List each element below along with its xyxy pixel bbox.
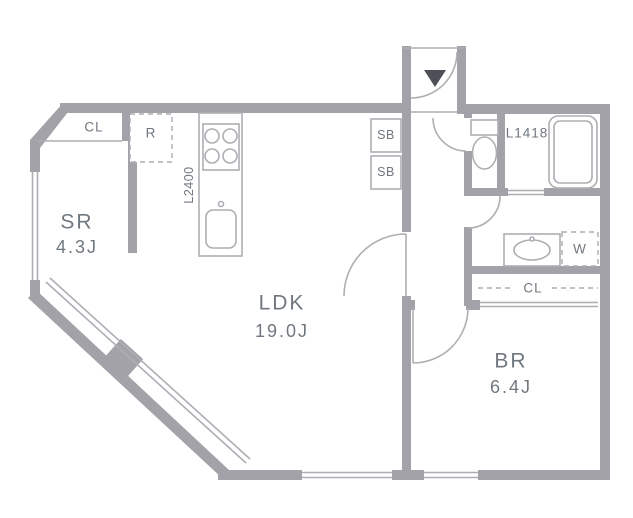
- bath-folding-door: [508, 189, 544, 196]
- pillar: [104, 339, 144, 377]
- ldk-window-gap: [302, 469, 392, 481]
- toilet-door-arc: [432, 117, 467, 152]
- wall-top-right: [457, 104, 610, 114]
- wall-closet-entry-stub: [122, 113, 131, 141]
- sr-size-label: 4.3J: [55, 237, 99, 257]
- wall-vestibule-right: [457, 46, 466, 114]
- wall-corridor-right-b: [464, 151, 472, 196]
- entry-direction-icon: [424, 70, 446, 87]
- fixtures: [198, 112, 598, 267]
- wall-bedroom-top-stub-left: [402, 300, 415, 310]
- shoe-box-upper: [370, 118, 402, 153]
- washroom-door-arc: [467, 195, 501, 229]
- ldk-size-label: 19.0J: [254, 321, 310, 341]
- closet-entry-label: CL: [84, 119, 104, 135]
- wall-ldk-bedroom: [402, 296, 411, 480]
- wall-diagonal: [28, 290, 229, 478]
- bedroom-window-icon: [424, 471, 478, 479]
- ldk-door-arc: [343, 233, 407, 297]
- shoe-box-lower: [370, 155, 402, 190]
- shoe-box-lower-label: SB: [377, 164, 395, 179]
- bedroom-window-gap: [424, 469, 478, 481]
- wall-corridor-ldk-upper: [402, 113, 411, 232]
- sr-window-gap: [29, 172, 41, 280]
- wall-closet-top: [464, 266, 610, 274]
- wall-corner-cut: [30, 103, 75, 148]
- wall-vestibule-left: [402, 46, 411, 113]
- wall-top-left: [60, 103, 411, 113]
- br-size-label: 6.4J: [489, 377, 533, 397]
- washer-label: W: [573, 241, 587, 257]
- stove-icon: [202, 123, 240, 171]
- br-room-label: BR: [494, 349, 528, 373]
- bedroom-door-arc: [412, 307, 469, 364]
- wall-washroom-top-right: [544, 188, 610, 196]
- wall-service-room-right: [128, 141, 137, 253]
- walls: [28, 46, 610, 480]
- sr-window-icon: [31, 172, 39, 280]
- shoe-box-upper-label: SB: [377, 127, 395, 142]
- refrigerator-box: [129, 113, 173, 163]
- toilet-icon: [470, 119, 499, 170]
- washbasin-icon: [503, 233, 561, 267]
- closet-bedroom-sliding-door: [480, 301, 598, 308]
- wall-corridor-right-a: [464, 113, 472, 118]
- balcony-window-icon: [45, 277, 251, 464]
- bathtub-icon: [548, 115, 598, 189]
- bath-label: L1418: [505, 125, 549, 141]
- wall-bottom: [218, 470, 610, 480]
- wall-right: [600, 108, 610, 480]
- entrance-door-arc: [410, 51, 458, 99]
- ldk-room-label: LDK: [258, 291, 306, 315]
- wall-bedroom-top-stub-right: [466, 300, 480, 310]
- refrigerator-label: R: [145, 125, 157, 141]
- kitchen-counter-label: L2400: [181, 166, 196, 204]
- ldk-window-icon: [302, 471, 392, 479]
- wall-toilet-bath: [497, 113, 505, 192]
- closet-bedroom-label: CL: [523, 280, 543, 296]
- washer-box: [561, 231, 599, 267]
- dashed-elements: [129, 113, 599, 289]
- sr-room-label: SR: [60, 210, 94, 234]
- kitchen-sink-icon: [205, 200, 237, 249]
- thin-lines: [31, 47, 598, 479]
- wall-washroom-top-left: [464, 188, 508, 196]
